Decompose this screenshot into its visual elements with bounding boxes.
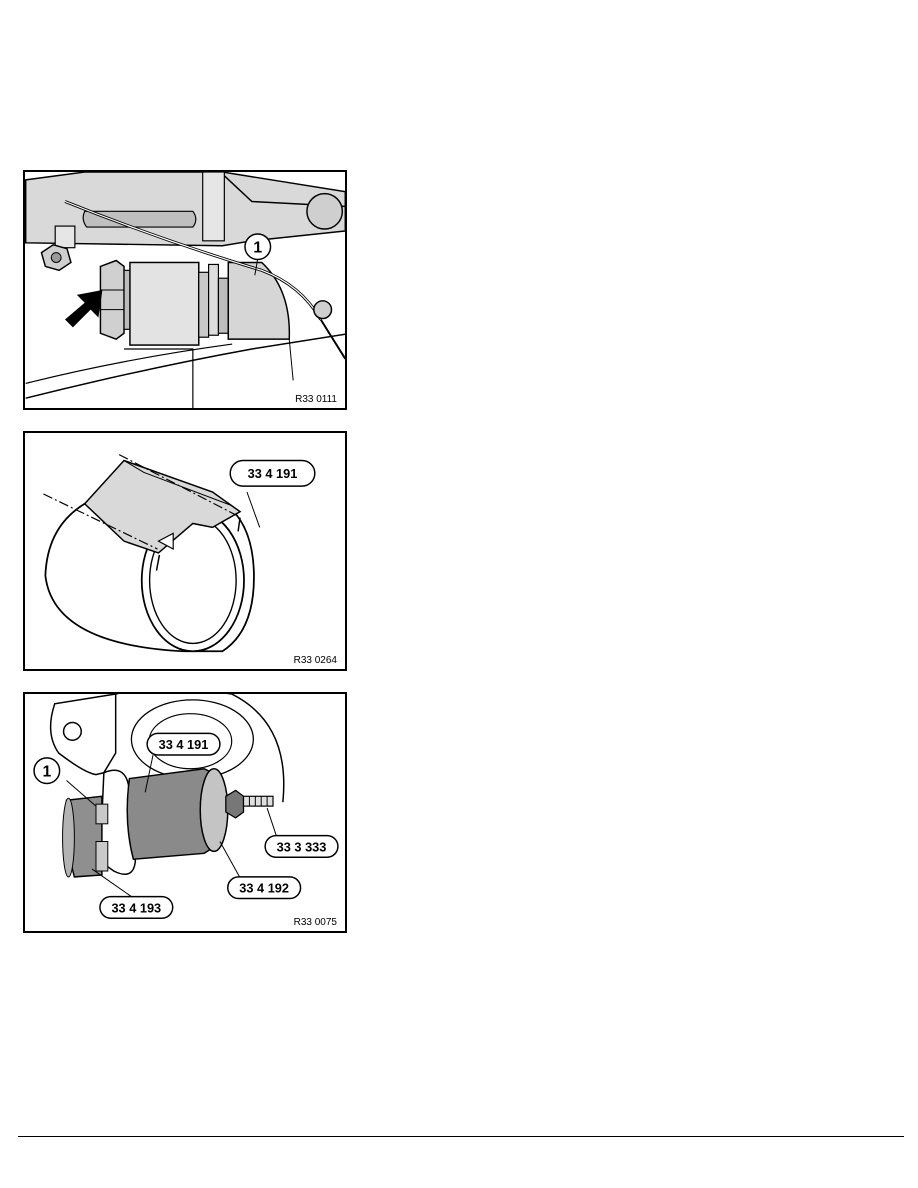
tool-label-33-4-192: 33 4 192 [227, 876, 302, 900]
tool-label-33-4-193: 33 4 193 [99, 895, 174, 919]
callout-1: 1 [33, 757, 61, 785]
tool-number: 33 3 333 [277, 839, 327, 854]
figure-code: R33 0111 [293, 394, 339, 405]
tool-label-33-4-191: 33 4 191 [229, 459, 316, 487]
callout-label: 1 [42, 764, 51, 781]
figure-2-illustration: 33 4 191 [43, 454, 316, 653]
tool-label-33-4-191: 33 4 191 [146, 732, 221, 756]
footer-divider [18, 1136, 904, 1137]
callout-1: 1 [244, 233, 272, 261]
figure-3-illustration: 1 33 4 191 33 3 333 33 4 192 33 4 193 [33, 694, 339, 919]
figure-3: 1 33 4 191 33 3 333 33 4 192 33 4 193 R3… [23, 692, 347, 933]
figure-2: 33 4 191 R33 0264 [23, 431, 347, 671]
tool-number: 33 4 191 [248, 466, 298, 481]
tool-label-33-3-333: 33 3 333 [264, 834, 339, 858]
figure-code: R33 0075 [291, 917, 339, 928]
tool-number: 33 4 193 [111, 900, 161, 915]
tool-number: 33 4 191 [159, 737, 209, 752]
arrow-icon [65, 290, 103, 328]
tool-number: 33 4 192 [239, 881, 289, 896]
figure-1-illustration: 1 [25, 172, 345, 408]
callout-label: 1 [253, 240, 262, 257]
figure-1: 1 R33 0111 [23, 170, 347, 410]
figure-code: R33 0264 [291, 655, 339, 666]
